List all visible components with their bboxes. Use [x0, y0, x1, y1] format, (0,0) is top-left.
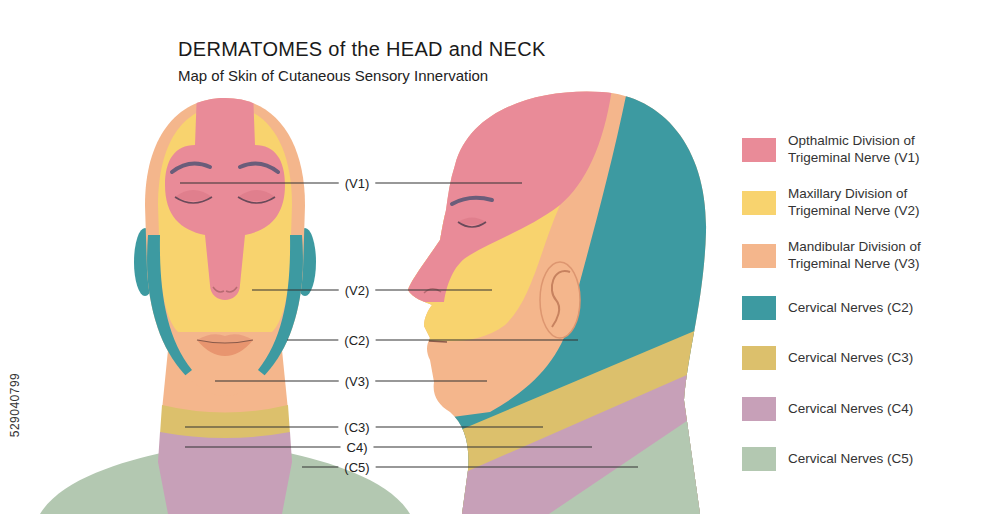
c4-band [420, 356, 730, 514]
ear-fold [552, 271, 570, 327]
nostril [424, 289, 441, 293]
illustration-part [370, 50, 740, 514]
region-label-block: C4) [347, 440, 368, 455]
region-label-block: (C3) [344, 420, 369, 435]
c2-jaw [147, 235, 192, 378]
legend-item: Cervical Nerves (C3) [742, 346, 982, 370]
region-label-block: (V2) [345, 283, 370, 298]
eyebrow [240, 163, 278, 172]
upper-lip [197, 334, 253, 343]
c3-band [160, 405, 290, 440]
nostril [213, 287, 224, 292]
legend-item: Cervical Nerves (C4) [742, 397, 982, 421]
region-label: (C2) [344, 333, 369, 348]
legend-swatch [742, 447, 776, 471]
region-label: (V3) [345, 374, 370, 389]
leader-line [376, 339, 578, 340]
legend-text: Cervical Nerves (C3) [788, 350, 966, 367]
leader-line [373, 446, 592, 447]
front-head [40, 90, 410, 514]
mouth-line [429, 341, 447, 342]
leader-line [376, 426, 543, 427]
diagram-subtitle: Map of Skin of Cutaneous Sensory Innerva… [178, 67, 488, 84]
legend-item: Opthalmic Division of Trigeminal Nerve (… [742, 138, 982, 162]
mouth-line [197, 340, 253, 343]
diagram-title: DERMATOMES of the HEAD and NECK [178, 38, 546, 61]
leader-line [375, 380, 487, 381]
leader-line [185, 446, 341, 447]
leader-line [375, 182, 522, 183]
legend-text: Cervical Nerves (C5) [788, 451, 966, 468]
nostril [226, 287, 237, 292]
legend-swatch [742, 346, 776, 370]
c3-band [420, 316, 730, 514]
side-head [370, 50, 740, 514]
region-label-block: (C2) [344, 333, 369, 348]
c2-jaw [258, 235, 303, 378]
legend-text: Maxillary Division of Trigeminal Nerve (… [788, 186, 966, 220]
legend-item: Cervical Nerves (C2) [742, 296, 982, 320]
legend-swatch [742, 191, 776, 215]
legend-text: Mandibular Division of Trigeminal Nerve … [788, 239, 966, 273]
ear [540, 262, 580, 338]
lower-lip [197, 340, 253, 356]
watermark-block: 529040799 [8, 373, 22, 438]
eyelash-line [458, 222, 486, 227]
legend-item: Maxillary Division of Trigeminal Nerve (… [742, 191, 982, 215]
leader-line [252, 289, 339, 290]
region-label-block: (V1) [345, 176, 370, 191]
legend-swatch [742, 397, 776, 421]
region-label: (C3) [344, 420, 369, 435]
eyelash-line [175, 197, 212, 203]
region-label: C4) [347, 440, 368, 455]
eyelash-line [238, 197, 275, 203]
legend-item: Mandibular Division of Trigeminal Nerve … [742, 244, 982, 268]
legend-text: Cervical Nerves (C4) [788, 401, 966, 418]
v2-region [370, 205, 560, 341]
leader-lines [180, 183, 638, 467]
leader-line [302, 466, 338, 467]
illustration-part [147, 90, 303, 378]
leader-line [375, 289, 492, 290]
legend-swatch [742, 244, 776, 268]
region-label-block: (V3) [345, 374, 370, 389]
c4-band [158, 432, 292, 514]
leader-line [215, 380, 339, 381]
heading-block: Map of Skin of Cutaneous Sensory Innerva… [178, 67, 488, 84]
v1-region [370, 60, 615, 302]
eyebrow [172, 163, 210, 172]
legend-text: Opthalmic Division of Trigeminal Nerve (… [788, 133, 966, 167]
heading-block: DERMATOMES of the HEAD and NECK [178, 38, 546, 61]
leader-line [287, 339, 338, 340]
legend-text: Cervical Nerves (C2) [788, 300, 966, 317]
eyebrow [452, 198, 492, 204]
region-label: (V2) [345, 283, 370, 298]
v1-region [165, 90, 285, 300]
legend-item: Cervical Nerves (C5) [742, 447, 982, 471]
legend-swatch [742, 138, 776, 162]
region-label: (C5) [344, 460, 369, 475]
c5-region [540, 392, 730, 514]
region-label: (V1) [345, 176, 370, 191]
leader-line [180, 182, 339, 183]
watermark: 529040799 [8, 373, 22, 438]
leader-line [376, 466, 638, 467]
legend-swatch [742, 296, 776, 320]
region-label-block: (C5) [344, 460, 369, 475]
leader-line [185, 426, 338, 427]
